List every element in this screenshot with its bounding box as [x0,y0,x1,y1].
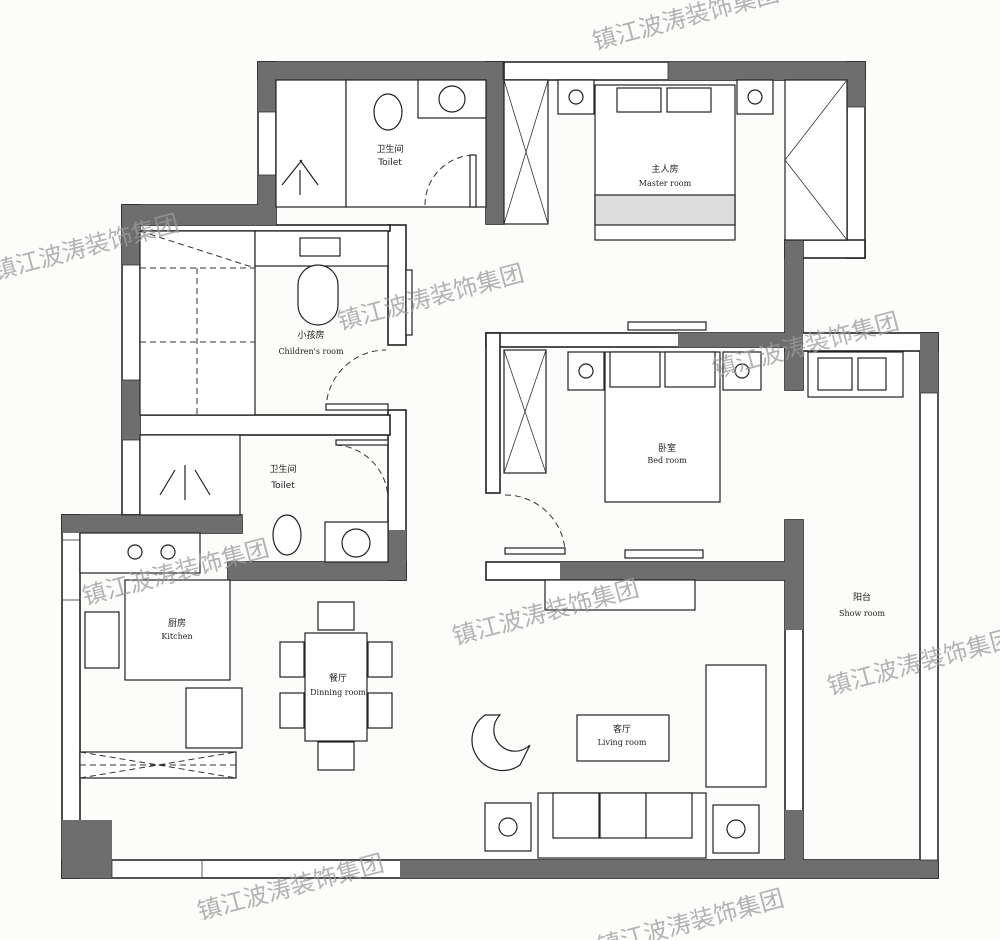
watermark: 镇江波涛装饰集团 [824,624,1000,701]
balcony-label-cn: 阳台 [853,591,871,603]
balcony-label-en: Show room [839,609,885,618]
dining-label-cn: 餐厅 [329,672,347,684]
toilet-top-label-en: Toilet [377,158,402,168]
dining-label-en: Dinning room [310,688,366,697]
children-label-cn: 小孩房 [297,329,324,341]
toilet-mid-label-cn: 卫生间 [269,463,296,475]
master-label-cn: 主人房 [651,163,678,175]
kitchen-label-cn: 厨房 [168,617,186,629]
toilet-top-label-cn: 卫生间 [376,143,403,155]
watermark: 镇江波涛装饰集团 [334,259,527,336]
bedroom-label-en: Bed room [647,456,687,465]
living-label-en: Living room [598,738,647,747]
master-label-en: Master room [639,179,692,188]
living-label-cn: 客厅 [613,723,631,735]
watermark: 镇江波涛装饰集团 [589,0,782,56]
windows [61,61,939,879]
toilet-mid-label-en: Toilet [270,481,295,491]
room-labels: 卫生间 Toilet 主人房 Master room 小孩房 Children'… [161,143,885,747]
watermark: 镇江波涛装饰集团 [594,884,787,940]
furniture [79,79,904,859]
kitchen-label-en: Kitchen [161,632,192,641]
bedroom-label-cn: 卧室 [658,442,676,454]
children-label-en: Children's room [278,347,344,356]
